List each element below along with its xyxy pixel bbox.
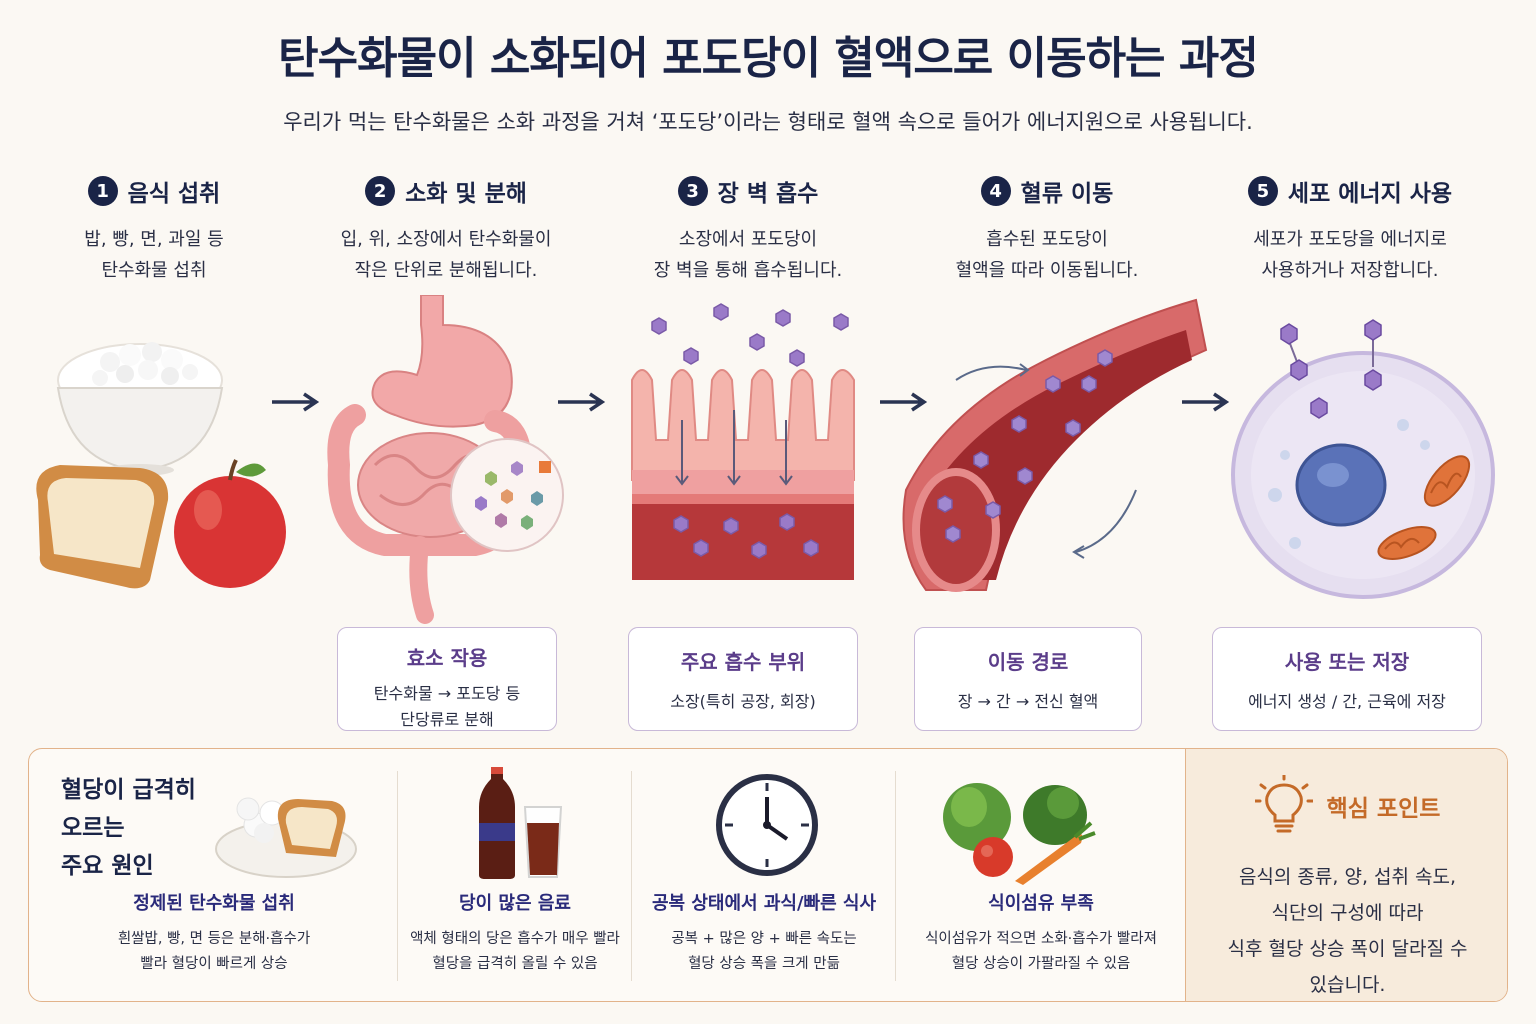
cause-title: 공복 상태에서 과식/빠른 식사	[651, 893, 877, 914]
stomach-icon	[371, 295, 513, 428]
step-desc-line: 입, 위, 소장에서 탄수화물이	[340, 229, 552, 250]
step-number: 3	[677, 176, 708, 206]
step-desc-line: 혈액을 따라 이동됩니다.	[955, 260, 1139, 281]
info-box-route: 이동 경로 장 → 간 → 전신 혈액	[914, 627, 1142, 731]
bread-icon	[36, 465, 169, 589]
apple-icon	[174, 459, 286, 588]
step-title: 음식 섭취	[127, 181, 221, 207]
info-desc-line: 탄수화물 → 포도당 등	[373, 684, 521, 703]
villi-icon	[631, 303, 855, 580]
molecule-magnifier-icon	[450, 438, 564, 552]
info-title: 사용 또는 저장	[1284, 650, 1410, 674]
key-point-line: 식단의 구성에 따라	[1271, 902, 1424, 924]
step-title: 장 벽 흡수	[717, 181, 819, 207]
cause-desc-line: 빨라 혈당이 빠르게 상승	[140, 956, 288, 972]
page-subtitle: 우리가 먹는 탄수화물은 소화 과정을 거쳐 ‘포도당’이라는 형태로 혈액 속…	[283, 110, 1253, 134]
step-desc-line: 탄수화물 섭취	[101, 260, 207, 281]
info-desc-line: 장 → 간 → 전신 혈액	[957, 692, 1099, 711]
info-desc-line: 단당류로 분해	[400, 710, 494, 729]
cause-desc-line: 액체 형태의 당은 흡수가 매우 빨라	[410, 931, 620, 947]
step-title: 소화 및 분해	[405, 181, 527, 207]
info-desc-line: 소장(특히 공장, 회장)	[670, 692, 816, 711]
step-title: 세포 에너지 사용	[1287, 181, 1453, 207]
step-desc-line: 밥, 빵, 면, 과일 등	[84, 229, 224, 250]
key-point-line: 있습니다.	[1309, 974, 1386, 996]
cause-desc-line: 혈당 상승이 가팔라질 수 있음	[951, 956, 1131, 972]
digestive-illustration	[327, 295, 564, 624]
info-title: 이동 경로	[987, 650, 1069, 674]
cause-desc-line: 식이섬유가 적으면 소화·흡수가 빨라져	[925, 931, 1157, 947]
cause-desc-line: 혈당 상승 폭을 크게 만듦	[688, 956, 840, 972]
blood-vessel-icon	[902, 298, 1208, 592]
causes-panel: 혈당이 급격히 오르는 주요 원인 정제된 탄수화물 섭취 흰쌀밥, 빵, 면 …	[28, 748, 1508, 1002]
cause-title: 정제된 탄수화물 섭취	[133, 893, 295, 914]
key-point-line: 음식의 종류, 양, 섭취 속도,	[1238, 866, 1457, 888]
vegetables-icon	[943, 783, 1096, 885]
key-point-box: 핵심 포인트 음식의 종류, 양, 섭취 속도, 식단의 구성에 따라 식후 혈…	[1185, 749, 1507, 1001]
food-illustration	[36, 342, 286, 589]
lightbulb-icon	[1254, 775, 1313, 833]
rice-bread-plate-icon	[215, 797, 357, 878]
step-title: 혈류 이동	[1020, 181, 1114, 207]
clock-icon	[716, 774, 818, 876]
step-number: 2	[365, 176, 396, 206]
info-box-use-or-store: 사용 또는 저장 에너지 생성 / 간, 근육에 저장	[1212, 627, 1482, 731]
step-desc-line: 작은 단위로 분해됩니다.	[354, 260, 538, 281]
info-title: 효소 작용	[406, 646, 488, 670]
cause-desc-line: 흰쌀밥, 빵, 면 등은 분해·흡수가	[117, 931, 311, 947]
step-number: 4	[980, 176, 1011, 206]
info-title: 주요 흡수 부위	[680, 650, 806, 674]
step-desc-line: 세포가 포도당을 에너지로	[1253, 229, 1447, 250]
cola-icon	[479, 767, 563, 879]
causes-heading-line: 혈당이 급격히	[61, 777, 196, 803]
causes-heading-line: 오르는	[61, 815, 125, 841]
step-desc-line: 사용하거나 저장합니다.	[1261, 260, 1439, 281]
key-point-line: 식후 혈당 상승 폭이 달라질 수	[1227, 938, 1468, 960]
causes-heading: 혈당이 급격히 오르는 주요 원인	[61, 771, 196, 885]
arrow-right-icon	[272, 392, 320, 412]
cause-title: 식이섬유 부족	[988, 893, 1094, 914]
arrow-right-icon	[558, 392, 606, 412]
arrow-right-icon	[880, 392, 928, 412]
step-number: 5	[1247, 176, 1278, 206]
step-desc-line: 소장에서 포도당이	[678, 229, 818, 250]
info-box-absorption-site: 주요 흡수 부위 소장(특히 공장, 회장)	[628, 627, 858, 731]
step-desc-line: 장 벽을 통해 흡수됩니다.	[653, 260, 843, 281]
arrow-right-icon	[1182, 392, 1230, 412]
page-title: 탄수화물이 소화되어 포도당이 혈액으로 이동하는 과정	[278, 33, 1259, 84]
cause-title: 당이 많은 음료	[459, 893, 571, 914]
cell-icon	[1231, 319, 1495, 599]
rice-bowl-icon	[56, 342, 224, 476]
step-number: 1	[87, 176, 118, 206]
info-desc-line: 에너지 생성 / 간, 근육에 저장	[1248, 692, 1446, 711]
step-desc-line: 흡수된 포도당이	[986, 229, 1108, 250]
key-point-title: 핵심 포인트	[1326, 796, 1441, 822]
cause-desc-line: 혈당을 급격히 올릴 수 있음	[432, 956, 598, 972]
cause-desc-line: 공복 + 많은 양 + 빠른 속도는	[671, 931, 857, 947]
causes-heading-line: 주요 원인	[61, 853, 154, 879]
